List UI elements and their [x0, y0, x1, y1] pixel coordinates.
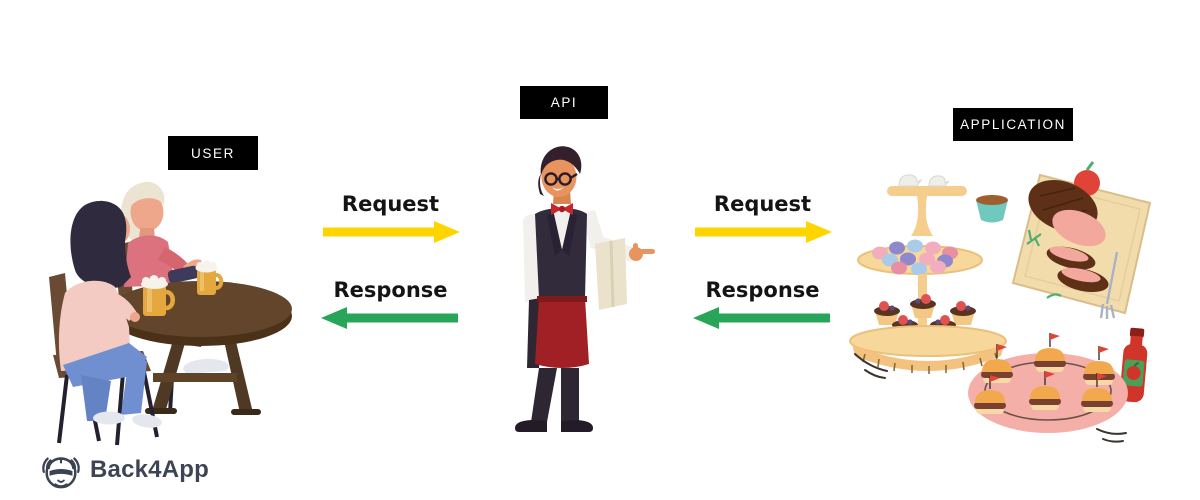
slider-platter [968, 333, 1128, 433]
flow-api-to-user-response: Response [318, 278, 463, 331]
bird-icon [898, 174, 950, 187]
api-label: API [520, 86, 608, 119]
fork-icon [1099, 251, 1119, 319]
response-label: Response [705, 278, 820, 302]
user-label: USER [168, 136, 258, 170]
towel [595, 238, 627, 310]
request-label: Request [713, 192, 812, 216]
flow-application-to-api-response: Response [690, 278, 835, 331]
back4app-mascot-icon [42, 457, 80, 489]
request-right-arrow-icon [695, 221, 832, 244]
back4app-logo: Back4App [40, 449, 209, 491]
swoosh-lines [854, 353, 1127, 443]
response-left-arrow-icon [321, 307, 458, 330]
response-label: Response [333, 278, 448, 302]
sauce-bowl [976, 195, 1008, 223]
flow-api-to-application-request: Request [690, 192, 835, 245]
beer-mug [141, 275, 175, 316]
waiter-head [538, 146, 582, 204]
logo-text: Back4App [90, 456, 209, 483]
apron [535, 296, 589, 368]
cutting-board [1011, 161, 1152, 319]
vest [535, 208, 587, 298]
pointing-hand [629, 243, 655, 261]
slider-burgers [974, 333, 1115, 414]
beer-mug [195, 260, 224, 295]
user-customers-illustration [49, 181, 292, 446]
response-left-arrow-icon [693, 307, 830, 330]
application-label: APPLICATION [953, 108, 1073, 141]
request-right-arrow-icon [323, 221, 460, 244]
api-waiter-illustration [515, 146, 655, 432]
macarons [872, 239, 958, 276]
dark-haired-customer [58, 200, 162, 428]
application-food-illustration [849, 161, 1152, 443]
request-label: Request [341, 192, 440, 216]
bow-tie [551, 203, 573, 215]
dessert-stand [849, 174, 1007, 374]
flow-user-to-api-request: Request [318, 192, 463, 245]
